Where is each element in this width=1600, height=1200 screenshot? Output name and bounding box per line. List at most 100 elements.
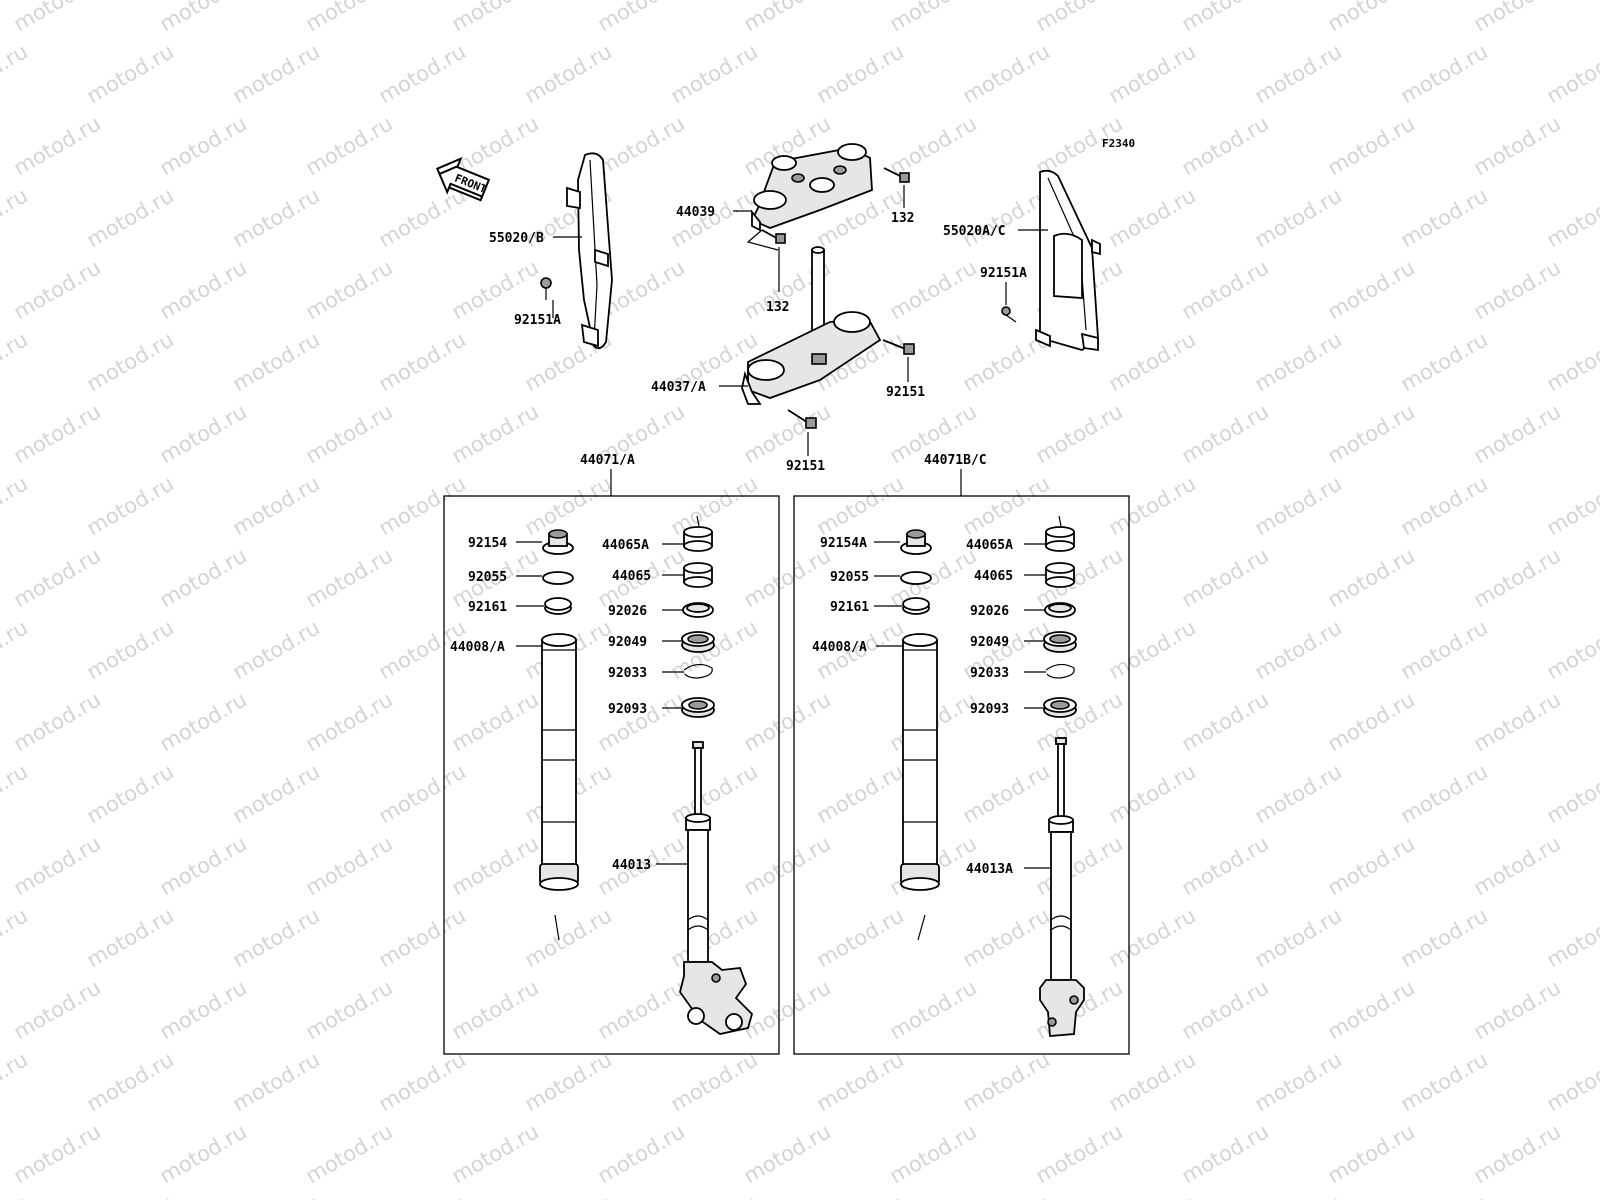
watermark-text: motod.ru: [1470, 831, 1565, 900]
left-bush-upper: [683, 515, 713, 552]
watermark-text: motod.ru: [667, 1191, 762, 1200]
watermark-text: motod.ru: [1470, 1119, 1565, 1188]
watermark-text: motod.ru: [1324, 1119, 1419, 1188]
watermark-text: motod.ru: [1178, 687, 1273, 756]
watermark-text: motod.ru: [375, 1191, 470, 1200]
watermark-text: motod.ru: [740, 975, 835, 1044]
watermark-text: motod.ru: [1397, 39, 1492, 108]
left-label-44065a: 44065A: [602, 538, 649, 553]
watermark-text: motod.ru: [1470, 111, 1565, 180]
watermark-text: motod.ru: [1470, 687, 1565, 756]
left-label-92093: 92093: [608, 702, 647, 717]
label-132-lower: 132: [766, 300, 789, 315]
left-washer: [544, 597, 572, 615]
watermark-text: motod.ru: [1397, 615, 1492, 684]
watermark-text: motod.ru: [1178, 399, 1273, 468]
bolt-132-upper: [883, 167, 910, 183]
watermark-text: motod.ru: [0, 615, 32, 684]
watermark-text: motod.ru: [10, 399, 105, 468]
watermark-text: motod.ru: [375, 39, 470, 108]
watermark-text: motod.ru: [1397, 471, 1492, 540]
right-label-92049: 92049: [970, 635, 1009, 650]
right-dust-seal: [1043, 697, 1077, 718]
watermark-text: motod.ru: [1397, 183, 1492, 252]
watermark-text: motod.ru: [10, 0, 105, 36]
watermark-text: motod.ru: [594, 1119, 689, 1188]
watermark-text: motod.ru: [1324, 0, 1419, 36]
watermark-text: motod.ru: [1251, 759, 1346, 828]
watermark-text: motod.ru: [0, 759, 32, 828]
left-label-92026: 92026: [608, 604, 647, 619]
watermark-text: motod.ru: [229, 1191, 324, 1200]
watermark-text: motod.ru: [0, 183, 32, 252]
watermark-text: motod.ru: [959, 759, 1054, 828]
watermark-text: motod.ru: [521, 1191, 616, 1200]
watermark-text: motod.ru: [667, 759, 762, 828]
watermark-text: motod.ru: [521, 1047, 616, 1116]
watermark-text: motod.ru: [813, 903, 908, 972]
label-55020a-c: 55020A/C: [943, 224, 1006, 239]
watermark-text: motod.ru: [229, 471, 324, 540]
watermark-text: motod.ru: [229, 615, 324, 684]
watermark-text: motod.ru: [229, 759, 324, 828]
watermark-text: motod.ru: [10, 831, 105, 900]
watermark-text: motod.ru: [448, 831, 543, 900]
watermark-text: motod.ru: [1178, 255, 1273, 324]
watermark-text: motod.ru: [1105, 903, 1200, 972]
right-bush-lower: [1045, 562, 1075, 588]
left-cap-bolt: [542, 529, 574, 555]
watermark-text: motod.ru: [302, 543, 397, 612]
watermark-text: motod.ru: [1251, 1191, 1346, 1200]
watermark-text: motod.ru: [667, 615, 762, 684]
watermark-text: motod.ru: [740, 687, 835, 756]
watermark-text: motod.ru: [813, 1191, 908, 1200]
watermark-text: motod.ru: [813, 471, 908, 540]
watermark-text: motod.ru: [740, 1119, 835, 1188]
watermark-text: motod.ru: [1251, 1047, 1346, 1116]
watermark-text: motod.ru: [302, 975, 397, 1044]
bolt-left-guard: [540, 277, 552, 300]
watermark-text: motod.ru: [1178, 975, 1273, 1044]
watermark-text: motod.ru: [10, 255, 105, 324]
right-label-92154a: 92154A: [820, 536, 867, 551]
bolt-92151-right: [882, 339, 915, 355]
watermark-text: motod.ru: [1543, 471, 1600, 540]
watermark-text: motod.ru: [1105, 615, 1200, 684]
watermark-text: motod.ru: [959, 39, 1054, 108]
watermark-text: motod.ru: [156, 1119, 251, 1188]
label-92151-right: 92151: [886, 385, 925, 400]
watermark-text: motod.ru: [1543, 327, 1600, 396]
right-cap-bolt: [900, 529, 932, 555]
watermark-text: motod.ru: [156, 687, 251, 756]
watermark-text: motod.ru: [10, 543, 105, 612]
watermark-text: motod.ru: [1251, 615, 1346, 684]
watermark-text: motod.ru: [375, 471, 470, 540]
watermark-text: motod.ru: [1178, 1119, 1273, 1188]
watermark-text: motod.ru: [959, 1047, 1054, 1116]
left-label-92049: 92049: [608, 635, 647, 650]
right-fork-title: 44071B/C: [924, 453, 987, 468]
watermark-text: motod.ru: [375, 759, 470, 828]
right-label-44065: 44065: [974, 569, 1013, 584]
watermark-text: motod.ru: [1032, 1119, 1127, 1188]
watermark-text: motod.ru: [1178, 111, 1273, 180]
watermark-text: motod.ru: [1105, 1047, 1200, 1116]
label-44037-a: 44037/A: [651, 380, 706, 395]
left-circlip: [683, 663, 713, 679]
right-circlip: [1045, 663, 1075, 679]
watermark-text: motod.ru: [10, 111, 105, 180]
bolt-132-lower: [761, 229, 786, 244]
watermark-text: motod.ru: [0, 471, 32, 540]
watermark-text: motod.ru: [1324, 543, 1419, 612]
watermark-text: motod.ru: [813, 759, 908, 828]
right-washer: [902, 597, 930, 615]
watermark-text: motod.ru: [1470, 255, 1565, 324]
watermark-text: motod.ru: [1543, 1047, 1600, 1116]
watermark-text: motod.ru: [1178, 0, 1273, 36]
bolt-right-guard: [1001, 306, 1017, 323]
watermark-text: motod.ru: [302, 399, 397, 468]
watermark-text: motod.ru: [1178, 543, 1273, 612]
watermark-text: motod.ru: [1105, 39, 1200, 108]
watermark-text: motod.ru: [302, 255, 397, 324]
